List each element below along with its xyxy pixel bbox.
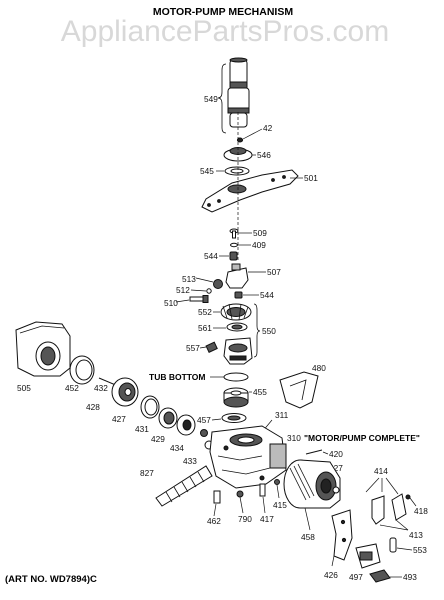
- part-label-552: 552: [198, 307, 212, 317]
- part-label-452: 452: [65, 383, 79, 393]
- part-label-458: 415: [273, 500, 287, 510]
- watermark: AppliancePartsPros.com: [61, 15, 389, 48]
- part-label-497: 426: [324, 570, 338, 580]
- part-label-501: 501: [304, 173, 318, 183]
- part-label-409: 409: [252, 240, 266, 250]
- part-label-494: 493: [403, 572, 417, 582]
- part-457-ring: [221, 413, 247, 423]
- part-label-434: 434: [170, 443, 184, 453]
- part-462-hose: [155, 465, 213, 507]
- part-label-420: 420: [329, 449, 343, 459]
- part-label-546: 546: [257, 150, 271, 160]
- part-480-guard: [279, 371, 319, 409]
- part-427-ring: [140, 395, 160, 419]
- part-label-544: 544: [204, 251, 218, 261]
- part-motor: [283, 459, 341, 509]
- part-label-311: 311: [275, 410, 289, 420]
- part-label-827: 827: [329, 463, 343, 473]
- part-label-513: 513: [182, 274, 196, 284]
- part-label-493: 497: [349, 572, 363, 582]
- part-310-pump-housing: [209, 425, 287, 489]
- part-label-42: 42: [263, 123, 273, 133]
- part-label-415: 417: [260, 514, 274, 524]
- part-557-pump-body: [223, 337, 253, 365]
- part-label-550: 550: [262, 326, 276, 336]
- part-label-413: 418: [414, 506, 428, 516]
- part-505-inlet-housing: [15, 321, 71, 377]
- part-label-431: 431: [135, 424, 149, 434]
- part-455-seal: [223, 387, 249, 408]
- part-label-429: 429: [151, 434, 165, 444]
- part-501-spray-arm: [201, 169, 299, 213]
- part-452-clamp: [69, 355, 95, 385]
- part-493-switch: [355, 543, 381, 569]
- part-428-filter: [111, 377, 139, 407]
- part-label-310: 310: [287, 433, 301, 443]
- part-label-544b: 544: [260, 290, 274, 300]
- diagram-title: MOTOR-PUMP MECHANISM: [153, 6, 293, 18]
- part-label-433: 433: [183, 456, 197, 466]
- part-510-bolt: [189, 295, 209, 303]
- part-label-414: 458: [301, 532, 315, 542]
- tub-bottom-label: TUB BOTTOM: [149, 372, 206, 382]
- part-494-pad: [369, 569, 391, 583]
- part-509-screw: [229, 228, 239, 239]
- part-label-553: 413: [409, 530, 423, 540]
- part-label-417: 790: [238, 514, 252, 524]
- part-label-549: 549: [204, 94, 218, 104]
- part-label-427: 427: [112, 414, 126, 424]
- part-label-432: 432: [94, 383, 108, 393]
- part-label-455: 455: [253, 387, 267, 397]
- part-label-462: 827: [140, 468, 154, 478]
- part-552-impeller: [220, 303, 252, 321]
- part-497-bracket: [331, 509, 353, 561]
- part-label-561: 561: [198, 323, 212, 333]
- part-507-housing: [225, 263, 249, 289]
- part-label-505: 505: [17, 383, 31, 393]
- part-label-428: 428: [86, 402, 100, 412]
- part-557-fitting: [205, 341, 218, 353]
- part-label-507: 507: [267, 267, 281, 277]
- part-label-545: 545: [200, 166, 214, 176]
- part-429-bearing: [176, 414, 196, 436]
- part-label-418: 414: [374, 466, 388, 476]
- art-number: (ART NO. WD7894)C: [5, 574, 97, 585]
- part-label-557: 557: [186, 343, 200, 353]
- part-label-426: 553: [413, 545, 427, 555]
- motor-pump-complete-label: "MOTOR/PUMP COMPLETE": [304, 433, 420, 443]
- part-label-509: 509: [253, 228, 267, 238]
- part-label-510: 510: [164, 298, 178, 308]
- part-label-480: 480: [312, 363, 326, 373]
- part-label-457: 457: [197, 415, 211, 425]
- part-418-bracket: [371, 493, 407, 525]
- part-label-790: 462: [207, 516, 221, 526]
- part-431-seal: [158, 407, 178, 429]
- part-549-tower: [227, 57, 250, 128]
- part-label-512: 512: [176, 285, 190, 295]
